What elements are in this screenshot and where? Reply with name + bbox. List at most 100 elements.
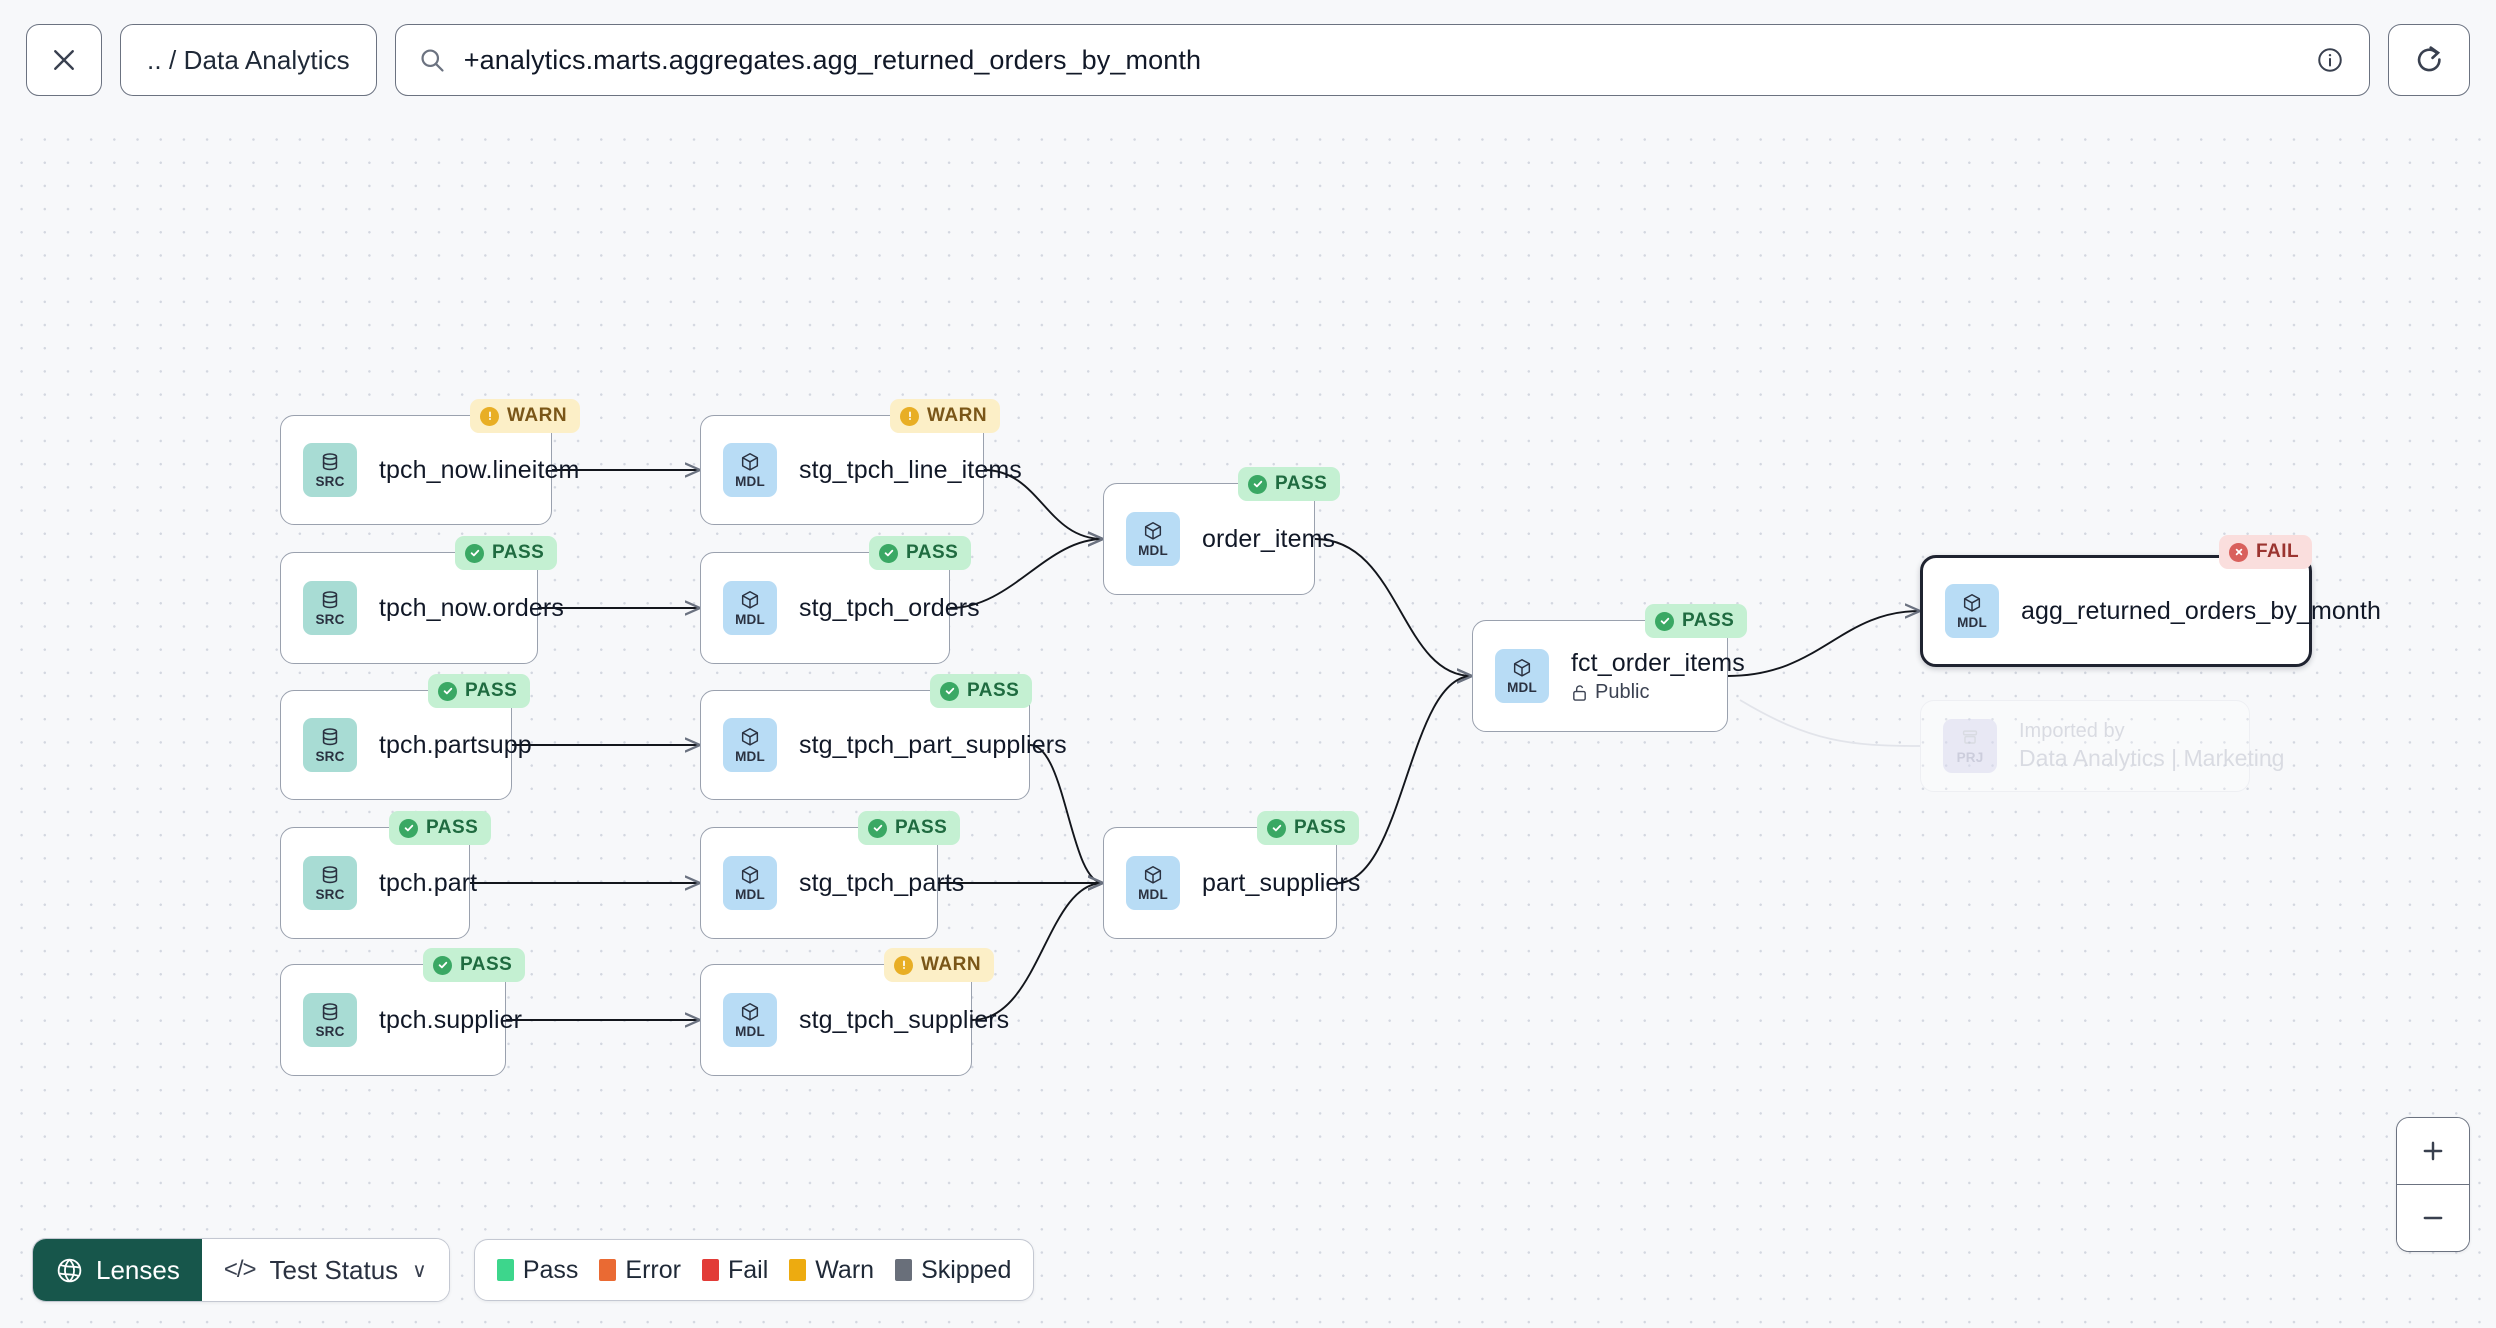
node-label: stg_tpch_part_suppliers <box>799 730 1067 759</box>
node-type-badge-mdl: MDL <box>723 718 777 772</box>
status-badge-pass[interactable]: PASS <box>869 536 972 570</box>
unlock-icon <box>1573 684 1586 701</box>
node-type-badge-mdl: MDL <box>723 856 777 910</box>
legend-swatch-pass <box>496 1259 514 1281</box>
check-icon <box>1267 818 1286 838</box>
check-icon <box>879 543 898 563</box>
breadcrumb[interactable]: .. / Data Analytics <box>120 24 377 96</box>
status-legend: Pass Error Fail Warn Skipped <box>473 1239 1035 1301</box>
status-badge-fail[interactable]: FAIL <box>2219 535 2313 569</box>
status-badge-label: PASS <box>1275 473 1328 494</box>
node-type-code: MDL <box>735 749 765 765</box>
graph-node-src-partsupp[interactable]: SRC tpch.partsupp <box>280 690 532 800</box>
close-button[interactable] <box>26 24 102 96</box>
legend-swatch-fail <box>701 1259 719 1281</box>
node-type-code: SRC <box>315 749 345 765</box>
graph-node-agg-returned-orders-by-month[interactable]: MDL agg_returned_orders_by_month <box>1920 555 2381 667</box>
node-label: tpch.partsupp <box>379 730 532 759</box>
node-type-code: SRC <box>315 887 345 903</box>
zoom-out-button[interactable] <box>2397 1185 2469 1251</box>
test-status-label: Test Status <box>269 1254 399 1285</box>
node-type-badge-src: SRC <box>303 856 357 910</box>
node-type-badge-mdl: MDL <box>723 443 777 497</box>
search-input[interactable]: +analytics.marts.aggregates.agg_returned… <box>394 24 2370 96</box>
status-badge-label: PASS <box>492 542 545 563</box>
aperture-icon <box>57 1258 82 1282</box>
check-icon <box>868 818 887 838</box>
graph-node-src-lineitem[interactable]: SRC tpch_now.lineitem <box>280 415 579 525</box>
zoom-divider <box>2397 1183 2469 1185</box>
refresh-icon <box>2417 45 2441 71</box>
status-badge-pass[interactable]: PASS <box>1257 811 1360 845</box>
status-badge-warn[interactable]: WARN <box>884 948 995 982</box>
node-label: part_suppliers <box>1202 868 1361 897</box>
plus-icon <box>2423 1141 2443 1160</box>
node-label: stg_tpch_orders <box>799 593 980 622</box>
status-badge-pass[interactable]: PASS <box>858 811 961 845</box>
node-label: tpch_now.orders <box>379 593 564 622</box>
lenses-button[interactable]: Lenses <box>33 1239 202 1301</box>
graph-node-part-suppliers[interactable]: MDL part_suppliers <box>1103 827 1361 939</box>
node-type-badge-mdl: MDL <box>1126 512 1180 566</box>
code-icon: </> <box>223 1256 257 1283</box>
search-icon <box>418 46 446 74</box>
legend-item-skipped: Skipped <box>895 1256 1011 1285</box>
check-icon <box>940 681 959 701</box>
status-badge-pass[interactable]: PASS <box>423 948 526 982</box>
graph-node-src-supplier[interactable]: SRC tpch.supplier <box>280 964 523 1076</box>
check-icon <box>465 543 484 563</box>
status-badge-pass[interactable]: PASS <box>1238 467 1341 501</box>
graph-node-fct-order-items[interactable]: MDL fct_order_items Public <box>1472 620 1745 732</box>
legend-item-fail: Fail <box>701 1255 769 1285</box>
graph-node-stg-parts[interactable]: MDL stg_tpch_parts <box>700 827 964 939</box>
node-type-code: MDL <box>735 1024 765 1040</box>
legend-label: Warn <box>815 1255 875 1284</box>
refresh-button[interactable] <box>2388 24 2470 96</box>
graph-node-stg-orders[interactable]: MDL stg_tpch_orders <box>700 552 980 664</box>
status-badge-label: PASS <box>967 680 1020 701</box>
graph-node-stg-suppliers[interactable]: MDL stg_tpch_suppliers <box>700 964 1009 1076</box>
status-badge-pass[interactable]: PASS <box>1645 604 1748 638</box>
status-badge-pass[interactable]: PASS <box>389 811 492 845</box>
graph-node-imported-by: PRJ Imported by Data Analytics | Marketi… <box>1920 700 2285 792</box>
fail-icon <box>2229 542 2248 562</box>
status-badge-pass[interactable]: PASS <box>428 674 531 708</box>
legend-item-error: Error <box>599 1256 681 1285</box>
node-label: tpch.supplier <box>379 1005 523 1034</box>
imported-by-project: Data Analytics | Marketing <box>2019 745 2285 771</box>
node-type-badge-prj: PRJ <box>1943 719 1997 773</box>
status-badge-pass[interactable]: PASS <box>455 536 558 570</box>
node-type-badge-mdl: MDL <box>1945 584 1999 638</box>
top-toolbar: .. / Data Analytics +analytics.marts.agg… <box>0 0 2496 120</box>
node-type-code: MDL <box>735 474 765 490</box>
node-type-badge-src: SRC <box>303 993 357 1047</box>
zoom-in-button[interactable] <box>2397 1117 2469 1184</box>
graph-node-src-orders[interactable]: SRC tpch_now.orders <box>280 552 564 664</box>
lenses-label: Lenses <box>96 1254 180 1285</box>
node-label: stg_tpch_line_items <box>799 455 1022 484</box>
node-label: order_items <box>1202 524 1336 553</box>
info-icon[interactable] <box>2315 45 2345 75</box>
status-badge-label: PASS <box>426 817 479 838</box>
legend-item-warn: Warn <box>789 1256 874 1285</box>
check-icon <box>438 681 457 701</box>
status-badge-label: PASS <box>906 542 959 563</box>
node-label: fct_order_items <box>1571 648 1745 677</box>
status-badge-warn[interactable]: WARN <box>890 399 1001 433</box>
search-value[interactable]: +analytics.marts.aggregates.agg_returned… <box>463 44 1202 75</box>
status-badge-pass[interactable]: PASS <box>930 674 1033 708</box>
imported-by-label: Imported by <box>2019 720 2125 742</box>
check-icon <box>1248 474 1267 494</box>
test-status-dropdown[interactable]: </> Test Status ∨ <box>201 1239 449 1301</box>
legend-label: Fail <box>727 1255 769 1284</box>
status-badge-warn[interactable]: WARN <box>470 399 581 433</box>
graph-node-stg-part-suppliers[interactable]: MDL stg_tpch_part_suppliers <box>700 690 1067 800</box>
legend-label: Error <box>625 1255 681 1284</box>
graph-node-order-items[interactable]: MDL order_items <box>1103 483 1336 595</box>
node-type-code: SRC <box>315 474 345 490</box>
graph-node-src-part[interactable]: SRC tpch.part <box>280 827 477 939</box>
check-icon <box>433 955 452 975</box>
node-type-code: PRJ <box>1956 750 1984 766</box>
